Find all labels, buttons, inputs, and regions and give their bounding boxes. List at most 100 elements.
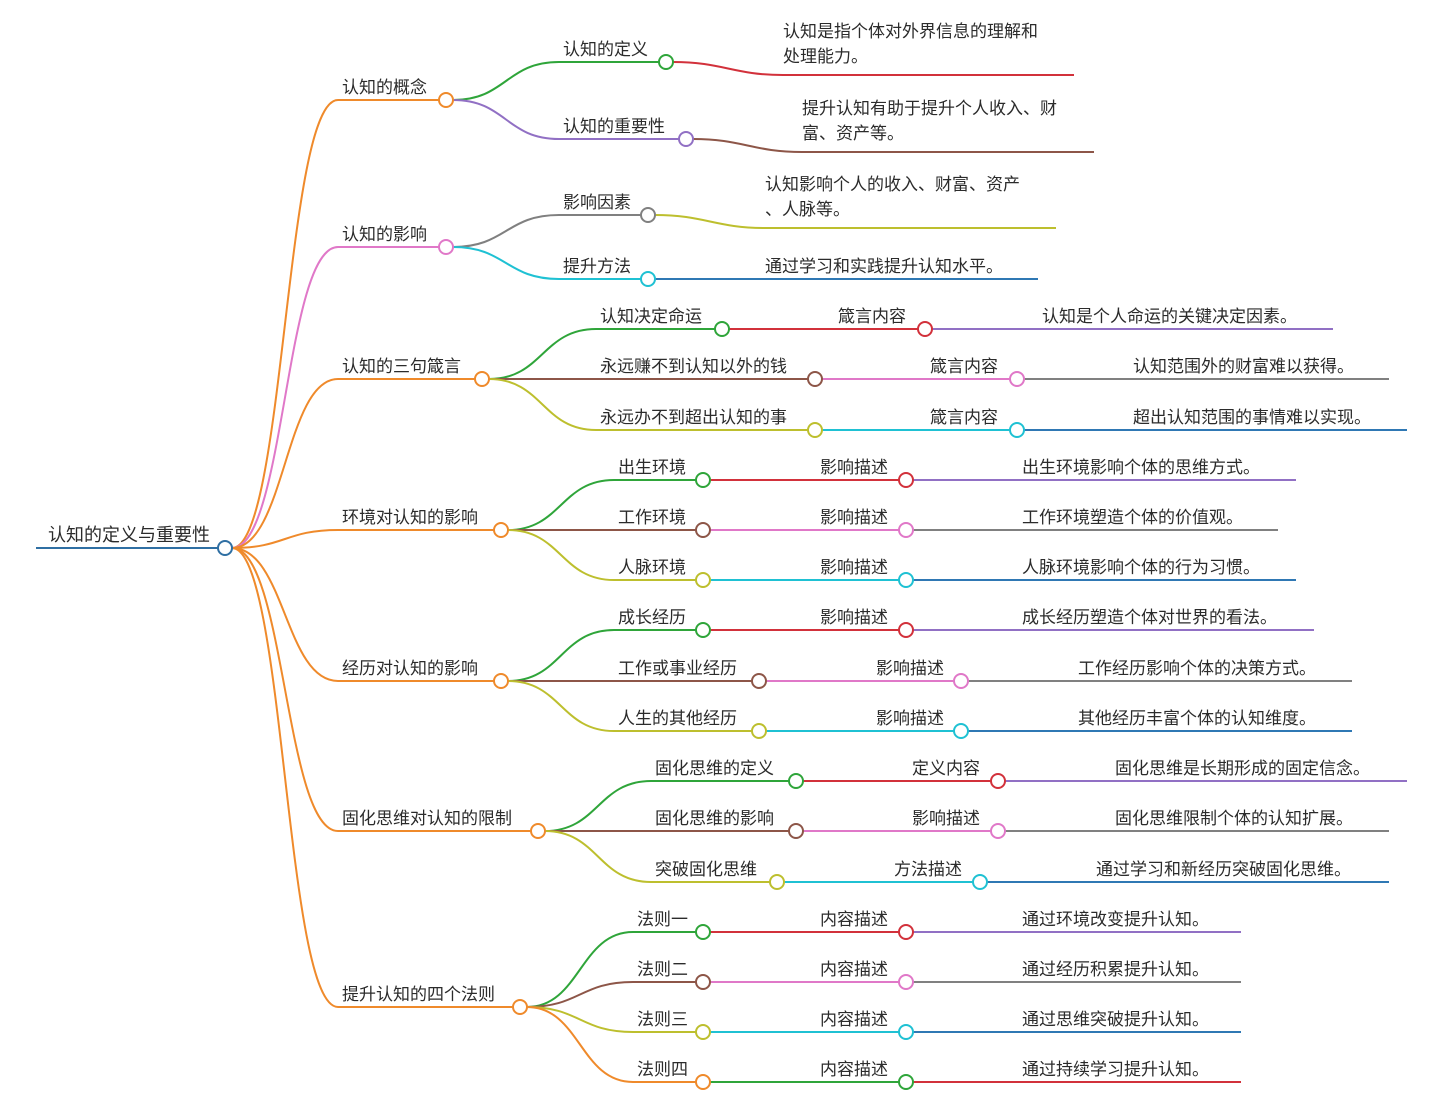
node-circle[interactable]: [898, 924, 914, 940]
node-circle[interactable]: [807, 422, 823, 438]
branch-connector: [452, 99, 679, 140]
leaf-text: 固化思维限制个体的认知扩展。: [1115, 809, 1353, 829]
node-circle[interactable]: [695, 924, 711, 940]
leaf-text: 其他经历丰富个体的认知维度。: [1078, 709, 1316, 729]
node-circle[interactable]: [695, 1074, 711, 1090]
branch-label: 认知的影响: [342, 225, 427, 245]
leaf-text: 认知是指个体对外界信息的理解和处理能力。: [783, 22, 1038, 67]
node-circle[interactable]: [695, 472, 711, 488]
branch-label: 内容描述: [820, 1010, 888, 1030]
node-circle[interactable]: [493, 522, 509, 538]
branch-label: 法则三: [637, 1010, 688, 1030]
branch-connector: [526, 1006, 696, 1083]
branch-label: 环境对认知的影响: [342, 508, 478, 528]
leaf-text: 工作环境塑造个体的价值观。: [1022, 508, 1243, 528]
branch-label: 方法描述: [894, 860, 962, 880]
node-circle[interactable]: [990, 773, 1006, 789]
branch-label: 提升方法: [563, 257, 631, 277]
node-circle[interactable]: [438, 92, 454, 108]
node-circle[interactable]: [695, 572, 711, 588]
node-circle[interactable]: [1009, 422, 1025, 438]
root-node-circle[interactable]: [217, 540, 233, 556]
branch-label: 箴言内容: [838, 307, 906, 327]
branch-label: 固化思维的影响: [655, 809, 774, 829]
branch-connector: [544, 830, 770, 883]
branch-label: 突破固化思维: [655, 860, 757, 880]
branch-connector: [507, 680, 752, 732]
node-circle[interactable]: [898, 1024, 914, 1040]
branch-connector: [526, 981, 696, 1008]
node-circle[interactable]: [695, 974, 711, 990]
node-circle[interactable]: [898, 974, 914, 990]
node-circle[interactable]: [714, 321, 730, 337]
branch-connector: [452, 246, 641, 280]
node-circle[interactable]: [917, 321, 933, 337]
branch-label: 法则四: [637, 1060, 688, 1080]
node-circle[interactable]: [898, 1074, 914, 1090]
node-circle[interactable]: [898, 472, 914, 488]
node-circle[interactable]: [640, 207, 656, 223]
branch-label: 影响描述: [820, 608, 888, 628]
branch-label: 认知的定义: [563, 40, 648, 60]
branch-label: 工作环境: [618, 508, 686, 528]
branch-label: 经历对认知的影响: [342, 659, 478, 679]
branch-label: 人生的其他经历: [618, 709, 737, 729]
leaf-text: 提升认知有助于提升个人收入、财富、资产等。: [802, 99, 1057, 144]
node-layer: [217, 54, 1025, 1090]
node-circle[interactable]: [474, 371, 490, 387]
branch-label: 影响因素: [563, 193, 631, 213]
leaf-text: 通过思维突破提升认知。: [1022, 1010, 1209, 1030]
leaf-text: 人脉环境影响个体的行为习惯。: [1022, 558, 1260, 578]
node-circle[interactable]: [438, 239, 454, 255]
node-circle[interactable]: [695, 522, 711, 538]
node-circle[interactable]: [512, 999, 528, 1015]
node-circle[interactable]: [1009, 371, 1025, 387]
node-circle[interactable]: [953, 723, 969, 739]
node-circle[interactable]: [898, 622, 914, 638]
node-circle[interactable]: [751, 723, 767, 739]
leaf-text: 成长经历塑造个体对世界的看法。: [1022, 608, 1277, 628]
branch-label: 影响描述: [876, 659, 944, 679]
branch-label: 永远办不到超出认知的事: [600, 408, 787, 428]
leaf-text: 超出认知范围的事情难以实现。: [1133, 408, 1371, 428]
node-circle[interactable]: [658, 54, 674, 70]
node-circle[interactable]: [640, 271, 656, 287]
node-circle[interactable]: [695, 1024, 711, 1040]
branch-connector: [452, 61, 659, 101]
node-circle[interactable]: [898, 522, 914, 538]
branch-label: 影响描述: [820, 558, 888, 578]
branch-label: 箴言内容: [930, 357, 998, 377]
branch-connector: [452, 214, 641, 248]
node-circle[interactable]: [751, 673, 767, 689]
branch-label: 法则一: [637, 910, 688, 930]
node-circle[interactable]: [530, 823, 546, 839]
connector-layer: [231, 61, 1407, 1083]
leaf-connector: [692, 138, 1094, 153]
node-circle[interactable]: [788, 823, 804, 839]
node-circle[interactable]: [678, 131, 694, 147]
branch-label: 固化思维对认知的限制: [342, 809, 512, 829]
branch-label: 箴言内容: [930, 408, 998, 428]
branch-label: 定义内容: [912, 759, 980, 779]
node-circle[interactable]: [493, 673, 509, 689]
branch-connector: [231, 547, 513, 1008]
node-circle[interactable]: [807, 371, 823, 387]
node-circle[interactable]: [788, 773, 804, 789]
leaf-text: 通过持续学习提升认知。: [1022, 1060, 1209, 1080]
branch-label: 出生环境: [618, 458, 686, 478]
leaf-text: 认知范围外的财富难以获得。: [1133, 357, 1354, 377]
node-circle[interactable]: [898, 572, 914, 588]
branch-label: 法则二: [637, 960, 688, 980]
node-circle[interactable]: [695, 622, 711, 638]
node-circle[interactable]: [769, 874, 785, 890]
node-circle[interactable]: [990, 823, 1006, 839]
branch-label: 内容描述: [820, 960, 888, 980]
leaf-text: 通过学习和新经历突破固化思维。: [1096, 860, 1351, 880]
branch-connector: [231, 547, 494, 682]
branch-label: 工作或事业经历: [618, 659, 737, 679]
branch-connector: [231, 99, 439, 549]
branch-label: 影响描述: [820, 458, 888, 478]
node-circle[interactable]: [972, 874, 988, 890]
branch-label: 影响描述: [876, 709, 944, 729]
node-circle[interactable]: [953, 673, 969, 689]
